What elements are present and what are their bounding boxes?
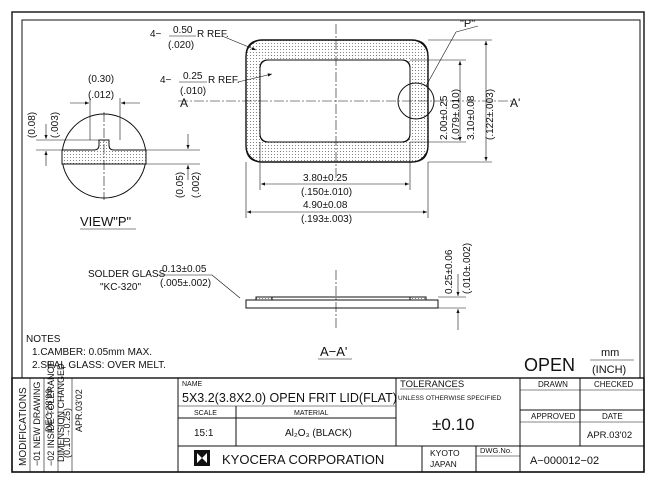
view-p-detail: (0.30) (.012) (0.08) (.003) (0.05) (.002… xyxy=(27,74,202,230)
scale-value: 15:1 xyxy=(194,428,214,439)
dim-inner-height-in: (.079±.010) xyxy=(451,89,462,140)
material-value: Al₂O₃ (BLACK) xyxy=(285,428,352,439)
view-p-dim-left-in: (.003) xyxy=(50,112,61,138)
dim-inner-height-mm: 2.00±0.25 xyxy=(439,95,450,140)
company-name: KYOCERA CORPORATION xyxy=(222,452,384,467)
city: KYOTO xyxy=(430,448,460,458)
solder-glass-mm: 0.13±0.05 xyxy=(162,264,207,275)
ref-outer-in: (.020) xyxy=(168,40,194,51)
checked-label: CHECKED xyxy=(594,380,633,389)
tolerance-value: ±0.10 xyxy=(432,415,474,434)
open-label: OPEN xyxy=(524,355,575,375)
mod-01-date: DEC.28'99 xyxy=(44,389,54,432)
unit-mm: mm xyxy=(601,347,619,359)
ref-inner-suffix: R REF. xyxy=(208,75,240,86)
solder-glass-type: "KC-320" xyxy=(100,282,141,293)
detail-p-circle xyxy=(397,82,435,120)
dim-outer-width-in: (.193±.003) xyxy=(301,214,352,225)
name-value: 5X3.2(3.8X2.0) OPEN FRIT LID(FLAT) xyxy=(182,391,397,405)
drawn-label: DRAWN xyxy=(538,380,568,389)
note-1: 1.CAMBER: 0.05mm MAX. xyxy=(32,347,152,358)
tolerances-label: TOLERANCES xyxy=(400,379,464,390)
dwg-label: DWG.No. xyxy=(480,446,512,455)
ref-inner-mm: 0.25 xyxy=(183,71,203,82)
solder-glass-in: (.005±.002) xyxy=(160,278,211,289)
section-mark-a: A xyxy=(180,96,188,110)
view-p-title: VIEW"P" xyxy=(80,214,132,229)
ref-outer-mm: 0.50 xyxy=(173,25,193,36)
dim-outer-height-in: (.122±.003) xyxy=(485,89,496,140)
title-block: MODIFICATIONS −01 NEW DRAWING DEC.28'99 … xyxy=(11,361,645,473)
section-mark-a-prime: A' xyxy=(510,96,520,110)
note-2: 2.SEAL GLASS: OVER MELT. xyxy=(32,360,166,371)
ref-inner-prefix: 4− xyxy=(160,75,172,86)
kyocera-logo-icon xyxy=(194,450,210,466)
scale-label: SCALE xyxy=(194,410,217,417)
plan-view: "P" A A' 4− 0.50 (.020) R REF. 4− 0.25 (… xyxy=(150,18,520,225)
dim-inner-width-mm: 3.80±0.25 xyxy=(303,173,348,184)
section-title: A−A' xyxy=(320,344,347,359)
dim-inner-width-in: (.150±.010) xyxy=(301,187,352,198)
view-p-dim-right-in: (.002) xyxy=(191,172,202,198)
drawing-frame xyxy=(21,19,641,379)
mod-02-detail: (0.10→0.25) xyxy=(62,408,72,458)
date-label: DATE xyxy=(602,412,623,421)
country: JAPAN xyxy=(430,459,457,469)
approved-label: APPROVED xyxy=(531,412,576,421)
mod-02-desc: DIMENSION CHANGED xyxy=(56,363,66,462)
dim-outer-width-mm: 4.90±0.08 xyxy=(303,200,348,211)
thickness-in: (.010±.002) xyxy=(462,243,473,294)
mod-02-line: −02 INSIDE TOLERANCE xyxy=(46,361,56,466)
section-view: SOLDER GLASS "KC-320" 0.13±0.05 (.005±.0… xyxy=(88,243,473,360)
material-label: MATERIAL xyxy=(294,410,329,417)
notes-title: NOTES xyxy=(26,334,61,345)
detail-p-marker: "P" xyxy=(460,18,475,30)
ref-outer-suffix: R REF. xyxy=(197,29,229,40)
view-p-dim-top-in: (.012) xyxy=(88,90,114,101)
view-p-dim-left-mm: (0.08) xyxy=(27,112,38,138)
thickness-mm: 0.25±0.06 xyxy=(444,249,455,294)
date-value: APR.03'02 xyxy=(587,430,632,441)
ref-outer-prefix: 4− xyxy=(150,29,162,40)
mod-01-line: −01 NEW DRAWING xyxy=(32,382,42,466)
dwg-value: A−000012−02 xyxy=(530,455,599,467)
view-p-dim-right-mm: (0.05) xyxy=(175,172,186,198)
unit-inch: (INCH) xyxy=(592,364,626,376)
modifications-label: MODIFICATIONS xyxy=(18,387,29,466)
solder-glass-label: SOLDER GLASS xyxy=(88,269,166,280)
tolerances-sub: UNLESS OTHERWISE SPECIFIED xyxy=(398,395,501,402)
name-label: NAME xyxy=(182,381,203,388)
view-p-dim-top-mm: (0.30) xyxy=(88,74,114,85)
ref-inner-in: (.010) xyxy=(180,86,206,97)
dim-outer-height-mm: 3.10±0.08 xyxy=(466,95,477,140)
mod-02-date: APR.03'02 xyxy=(74,389,84,432)
